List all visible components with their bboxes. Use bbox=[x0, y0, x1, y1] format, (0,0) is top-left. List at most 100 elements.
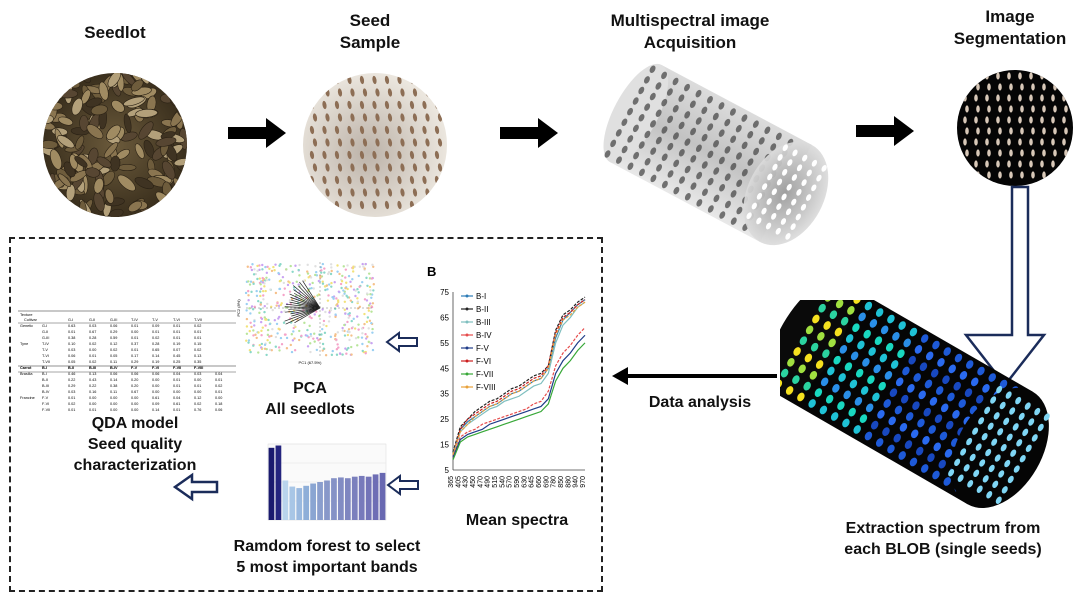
x-tick-label: 970 bbox=[580, 476, 587, 488]
table-cell: 0.01 bbox=[173, 384, 180, 388]
seed-sample-image bbox=[303, 73, 447, 217]
table-cell: 0.00 bbox=[131, 408, 138, 412]
table-cell: 0.14 bbox=[110, 378, 117, 382]
rf-bar bbox=[303, 485, 310, 520]
table-cell: 0.09 bbox=[152, 324, 159, 328]
pca-point bbox=[248, 348, 252, 352]
seed-shape bbox=[173, 73, 187, 84]
seed-shape bbox=[1018, 94, 1022, 102]
pca-point bbox=[306, 345, 310, 348]
seed-shape bbox=[987, 83, 991, 91]
pca-point bbox=[368, 285, 372, 289]
seed-shape bbox=[1025, 444, 1032, 452]
seed-shape bbox=[1042, 127, 1046, 135]
table-cell: 0.01 bbox=[173, 336, 180, 340]
seed-shape bbox=[375, 113, 380, 122]
seed-shape bbox=[887, 444, 895, 454]
seed-shape bbox=[803, 381, 811, 391]
x-tick-label: 430 bbox=[463, 476, 470, 488]
seed-shape bbox=[792, 375, 800, 384]
rf-bar bbox=[358, 475, 365, 520]
seed-shape bbox=[963, 116, 967, 124]
seed-shape bbox=[937, 358, 945, 367]
seed-shape bbox=[965, 360, 974, 369]
seed-shape bbox=[1062, 160, 1066, 168]
table-cell: F-VII bbox=[173, 366, 181, 370]
seed-shape bbox=[969, 453, 976, 462]
seed-shape bbox=[1051, 94, 1055, 102]
pca-point bbox=[323, 267, 326, 270]
seed-shape bbox=[1051, 138, 1055, 146]
pca-point bbox=[349, 285, 353, 288]
seed-shape bbox=[776, 203, 782, 210]
seed-shape bbox=[724, 173, 731, 181]
pca-point bbox=[347, 330, 350, 334]
seed-shape bbox=[79, 115, 89, 132]
seed-shape bbox=[434, 75, 440, 85]
pca-point bbox=[324, 288, 327, 292]
seed-shape bbox=[908, 355, 916, 365]
seed-shape bbox=[397, 125, 402, 135]
pca-point bbox=[258, 277, 261, 280]
pca-caption: PCA All seedlots bbox=[265, 380, 355, 418]
table-cell: 0.22 bbox=[68, 378, 75, 382]
table-cell: 0.22 bbox=[89, 384, 96, 388]
seed-shape bbox=[814, 388, 823, 397]
table-cell: F-VIII bbox=[194, 366, 203, 370]
seed-shape bbox=[422, 200, 427, 210]
pca-point bbox=[258, 343, 261, 347]
seed-shape bbox=[57, 135, 75, 149]
pca-point bbox=[302, 279, 306, 283]
table-cell: 0.00 bbox=[152, 384, 159, 388]
seed-shape bbox=[729, 108, 736, 116]
seed-shape bbox=[707, 123, 714, 131]
seed-shape bbox=[387, 188, 393, 197]
seed-shape bbox=[51, 73, 64, 90]
seed-shape bbox=[400, 163, 405, 172]
pca-point bbox=[277, 346, 281, 349]
seed-shape bbox=[764, 126, 771, 135]
pca-point bbox=[261, 268, 264, 271]
pca-point bbox=[330, 353, 334, 357]
table-cell: 0.00 bbox=[89, 348, 96, 352]
pca-point bbox=[314, 273, 317, 277]
arrow-left-icon bbox=[612, 367, 777, 385]
seed-shape bbox=[724, 118, 731, 127]
seed-shape bbox=[1040, 72, 1044, 80]
pca-point bbox=[314, 265, 317, 268]
pca-point bbox=[314, 270, 318, 274]
seed-shape bbox=[994, 454, 1001, 462]
table-cell: G-III bbox=[42, 336, 49, 340]
table-cell: 0.06 bbox=[68, 354, 75, 358]
seed-shape bbox=[775, 227, 781, 235]
panel-label: B bbox=[427, 264, 436, 279]
seed-shape bbox=[1031, 83, 1035, 91]
pca-point bbox=[326, 299, 330, 302]
seed-shape bbox=[996, 138, 1000, 146]
seed-shape bbox=[1029, 116, 1033, 124]
rf-bar bbox=[372, 474, 379, 520]
pca-point bbox=[371, 327, 374, 331]
pca-point bbox=[275, 322, 279, 326]
pca-point bbox=[252, 282, 255, 286]
seed-shape bbox=[643, 76, 650, 84]
seed-shape bbox=[672, 105, 679, 113]
seed-shape bbox=[978, 417, 985, 425]
pca-point bbox=[334, 313, 337, 316]
seed-shape bbox=[632, 124, 639, 133]
pca-point bbox=[319, 337, 322, 341]
seed-shape bbox=[384, 125, 390, 135]
pca-point bbox=[327, 283, 331, 286]
seed-shape bbox=[106, 124, 121, 141]
seed-shape bbox=[1031, 149, 1035, 157]
seed-shape bbox=[819, 405, 828, 415]
seed-shape bbox=[1006, 433, 1013, 441]
seed-shape bbox=[884, 371, 893, 380]
seed-shape bbox=[610, 139, 617, 148]
seed-shape bbox=[359, 75, 365, 85]
table-cell: 0.35 bbox=[194, 360, 201, 364]
seed-shape bbox=[384, 150, 390, 160]
pca-point bbox=[259, 346, 263, 349]
pca-point bbox=[370, 310, 373, 313]
